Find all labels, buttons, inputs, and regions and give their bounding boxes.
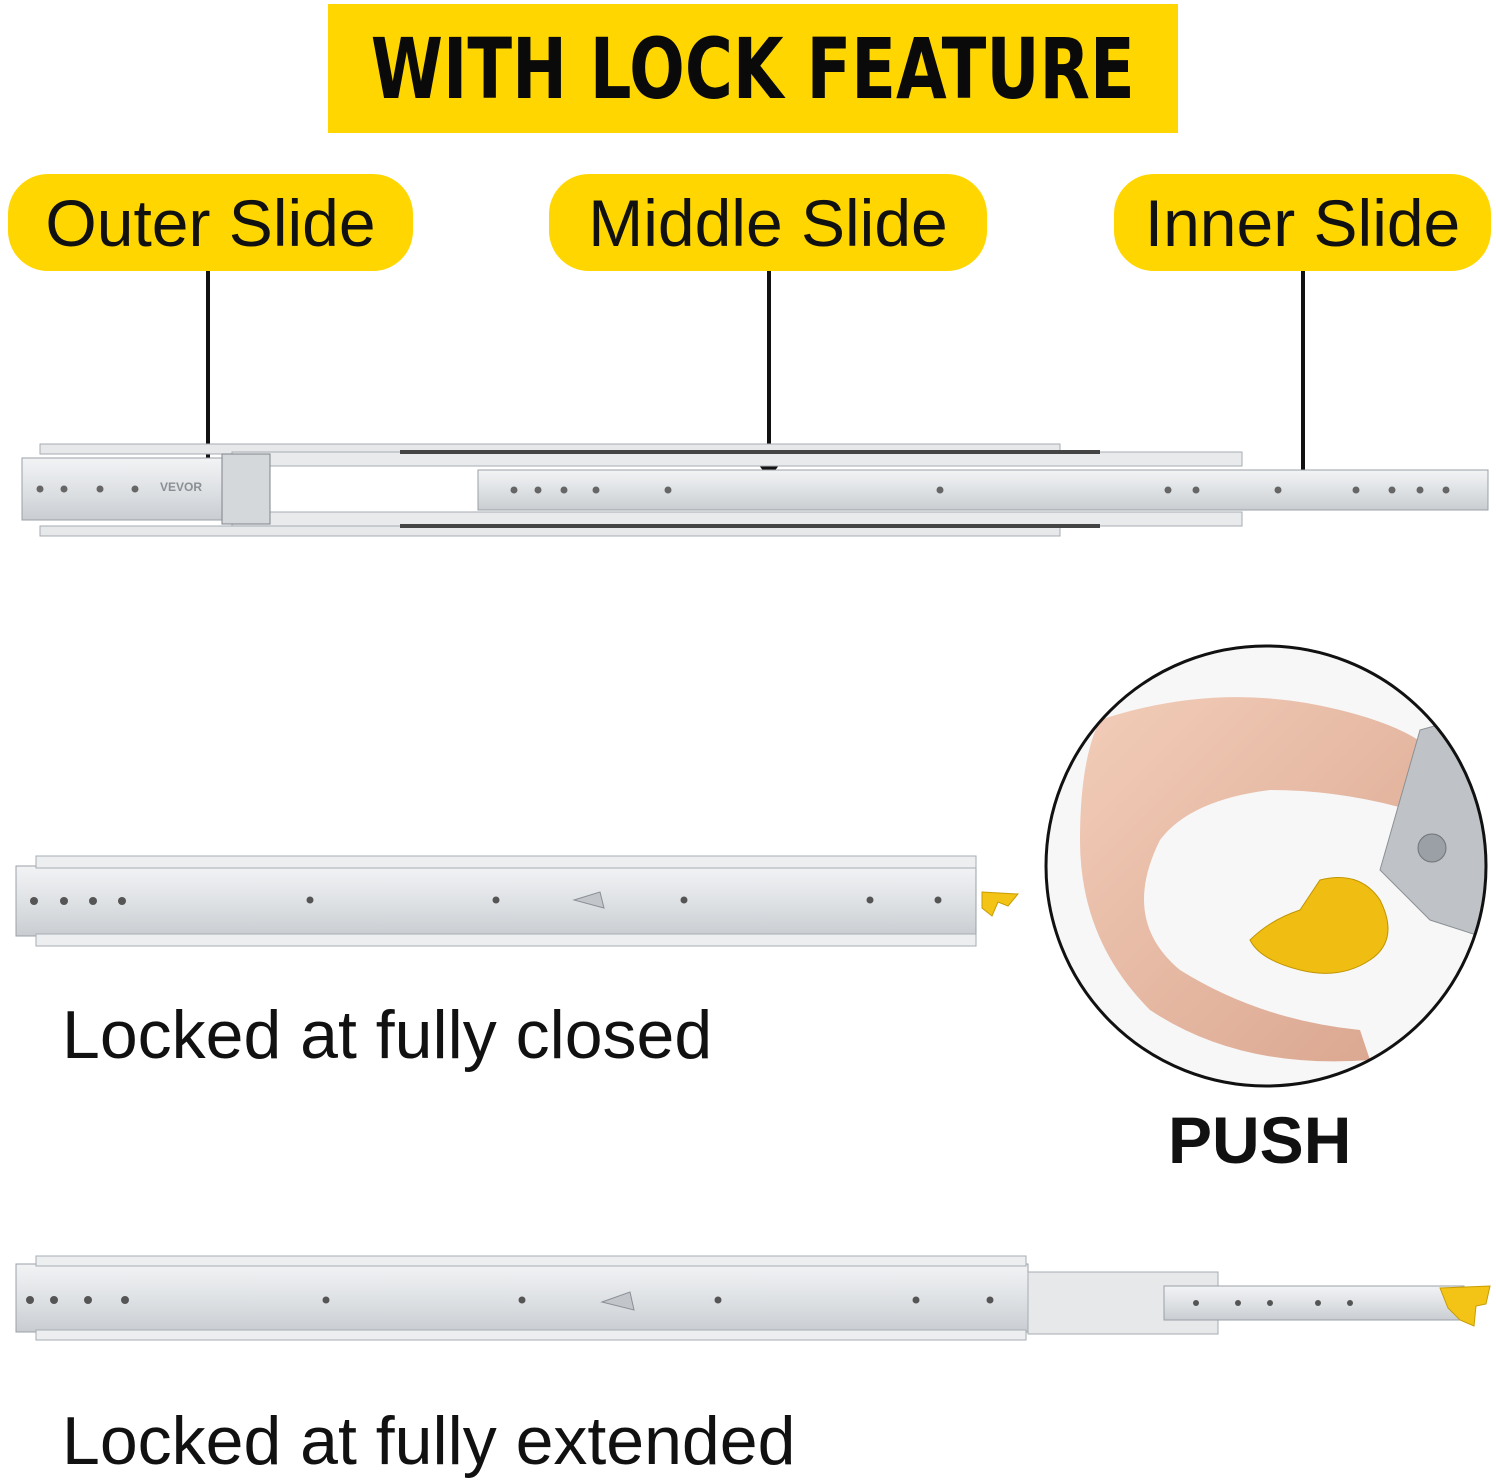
middle-leader-line [767, 271, 771, 461]
inner-slide-label: Inner Slide [1114, 174, 1491, 271]
full-slide-diagram [21, 443, 1489, 537]
push-label: PUSH [1168, 1103, 1352, 1177]
closed-slide-diagram [15, 855, 1020, 947]
outer-slide-text: Outer Slide [45, 185, 376, 260]
outer-leader-line [206, 271, 210, 464]
outer-slide-label: Outer Slide [8, 174, 413, 271]
vevor-brand-stamp: VEVOR [160, 480, 203, 494]
inner-leader-line [1301, 271, 1305, 485]
middle-slide-label: Middle Slide [549, 174, 987, 271]
closed-caption: Locked at fully closed [62, 997, 713, 1073]
title-banner: WITH LOCK FEATURE [328, 4, 1178, 133]
push-lever-photo [1044, 644, 1488, 1088]
extended-caption: Locked at fully extended [62, 1403, 796, 1479]
extended-slide-diagram [15, 1255, 1491, 1341]
page-title: WITH LOCK FEATURE [370, 19, 1136, 118]
inner-slide-text: Inner Slide [1144, 185, 1461, 260]
middle-slide-text: Middle Slide [588, 185, 948, 260]
